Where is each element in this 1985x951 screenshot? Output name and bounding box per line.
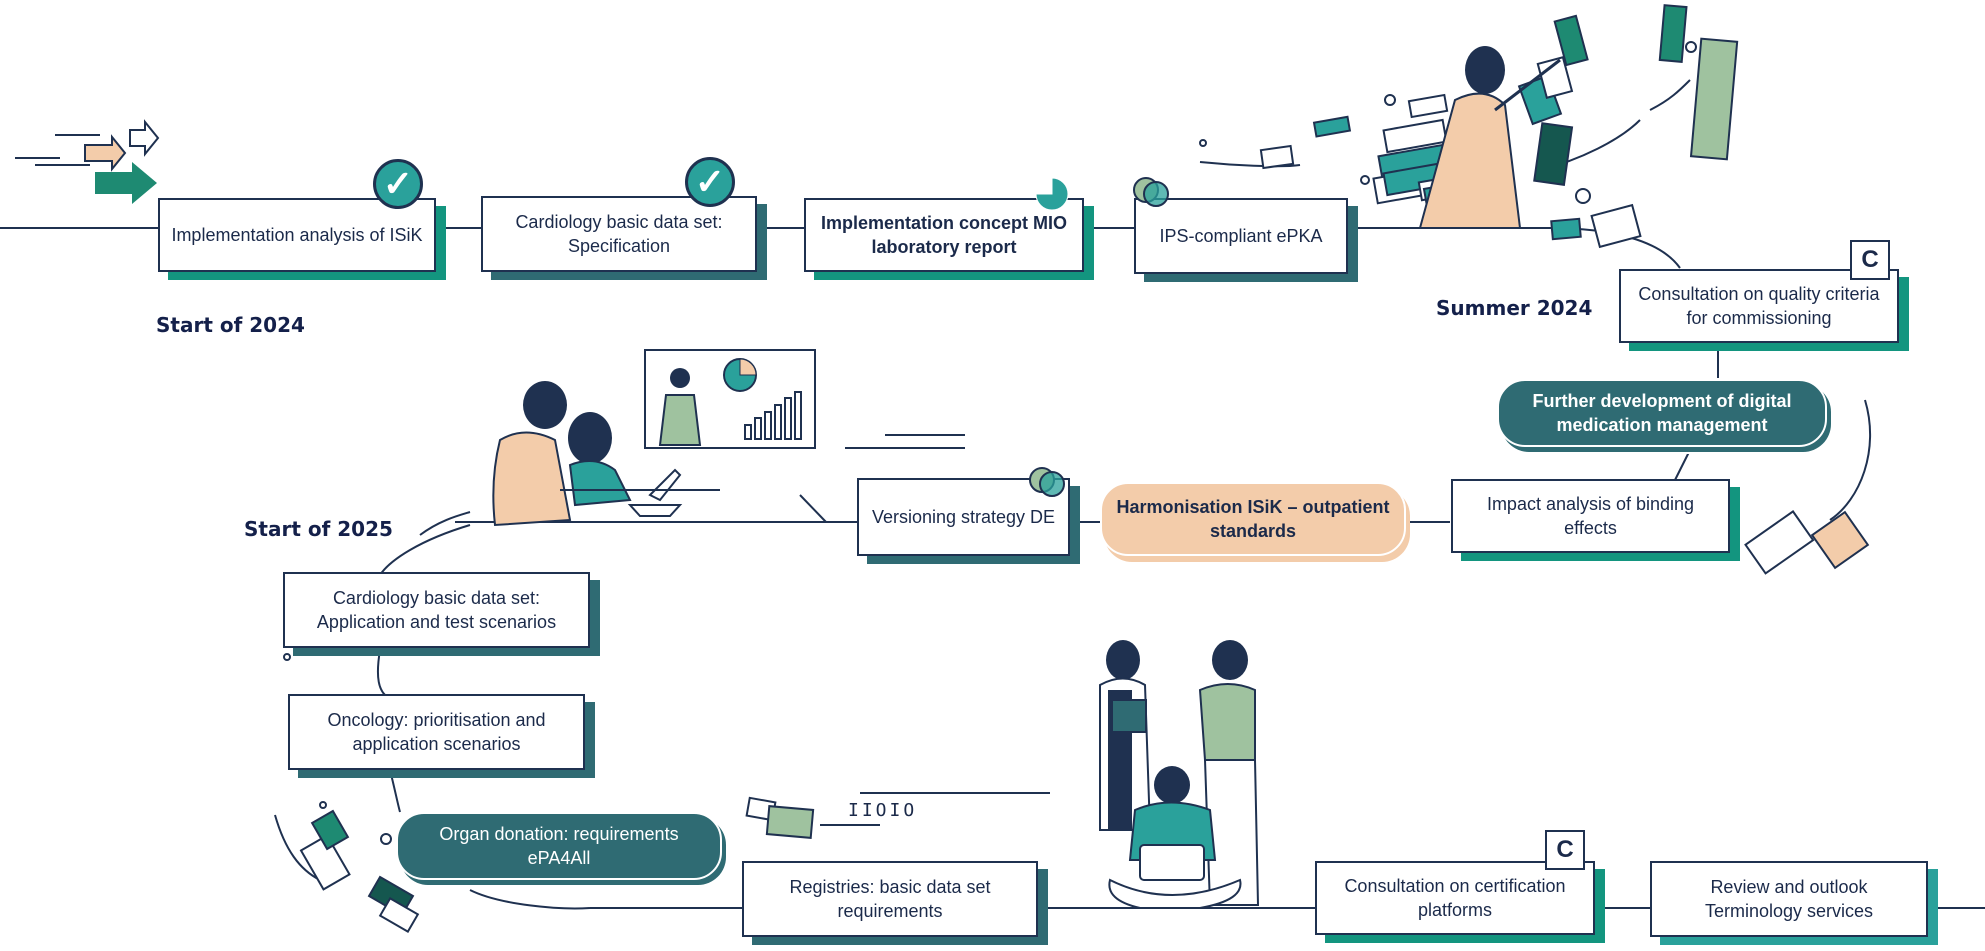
checkmark-icon: ✓ bbox=[373, 159, 423, 209]
milestone-cardiology-application: Cardiology basic data set: Application a… bbox=[283, 572, 590, 648]
milestone-terminology-review: Review and outlook Terminology services bbox=[1650, 861, 1928, 937]
milestone-label: Oncology: prioritisation and application… bbox=[327, 709, 546, 754]
consultation-badge-icon: C bbox=[1545, 830, 1585, 870]
milestone-label: Consultation on certification platforms bbox=[1344, 875, 1566, 920]
pie-progress-icon bbox=[1035, 177, 1069, 211]
milestone-certification-consultation: Consultation on certification platforms bbox=[1315, 861, 1595, 935]
phase-label-summer-2024: Summer 2024 bbox=[1436, 296, 1593, 320]
team-illustration bbox=[1099, 640, 1260, 909]
overlap-circles-icon bbox=[1133, 177, 1169, 207]
phase-label-start-2024: Start of 2024 bbox=[156, 313, 305, 337]
milestone-mio-laboratory-report: Implementation concept MIO laboratory re… bbox=[804, 198, 1084, 272]
milestone-label: Versioning strategy DE bbox=[871, 506, 1056, 527]
milestone-organ-donation: Organ donation: requirements ePA4All bbox=[396, 812, 722, 880]
milestone-label: Cardiology basic data set: Application a… bbox=[316, 587, 557, 632]
milestone-harmonisation-isik: Harmonisation ISiK – outpatient standard… bbox=[1100, 482, 1406, 556]
milestone-label: Implementation analysis of ISiK bbox=[171, 224, 423, 245]
milestone-label: IPS-compliant ePKA bbox=[1159, 225, 1323, 246]
woman-with-cards-illustration bbox=[1418, 46, 1561, 229]
meeting-illustration bbox=[492, 349, 816, 527]
milestone-cardiology-specification: Cardiology basic data set: Specification bbox=[481, 196, 757, 272]
milestone-impact-analysis: Impact analysis of binding effects bbox=[1451, 479, 1730, 553]
phase-label-start-2025: Start of 2025 bbox=[244, 517, 393, 541]
milestone-versioning-strategy: Versioning strategy DE bbox=[857, 478, 1070, 556]
arrows-decoration bbox=[84, 119, 160, 204]
milestone-label: Impact analysis of binding effects bbox=[1486, 493, 1695, 538]
milestone-isik-analysis: Implementation analysis of ISiK bbox=[158, 198, 436, 272]
milestone-label: Registries: basic data set requirements bbox=[789, 876, 991, 921]
milestone-label: Cardiology basic data set: Specification bbox=[515, 211, 723, 256]
milestone-registries-requirements: Registries: basic data set requirements bbox=[742, 861, 1038, 937]
milestone-label: Further development of digital medicatio… bbox=[1532, 390, 1792, 435]
milestone-label: Harmonisation ISiK – outpatient standard… bbox=[1116, 496, 1390, 541]
milestone-label: Review and outlook Terminology services bbox=[1704, 876, 1874, 921]
milestone-digital-medication-management: Further development of digital medicatio… bbox=[1497, 379, 1827, 447]
milestone-quality-criteria-consultation: Consultation on quality criteria for com… bbox=[1619, 269, 1899, 343]
milestone-ips-epka: IPS-compliant ePKA bbox=[1134, 198, 1348, 274]
binary-decoration: IIOIO bbox=[848, 800, 918, 821]
overlap-circles-icon bbox=[1029, 467, 1065, 497]
milestone-label: Organ donation: requirements ePA4All bbox=[439, 823, 679, 868]
checkmark-icon: ✓ bbox=[685, 157, 735, 207]
milestone-label: Consultation on quality criteria for com… bbox=[1638, 283, 1880, 328]
consultation-badge-icon: C bbox=[1850, 240, 1890, 280]
milestone-label: Implementation concept MIO laboratory re… bbox=[820, 212, 1068, 257]
milestone-oncology-prioritisation: Oncology: prioritisation and application… bbox=[288, 694, 585, 770]
